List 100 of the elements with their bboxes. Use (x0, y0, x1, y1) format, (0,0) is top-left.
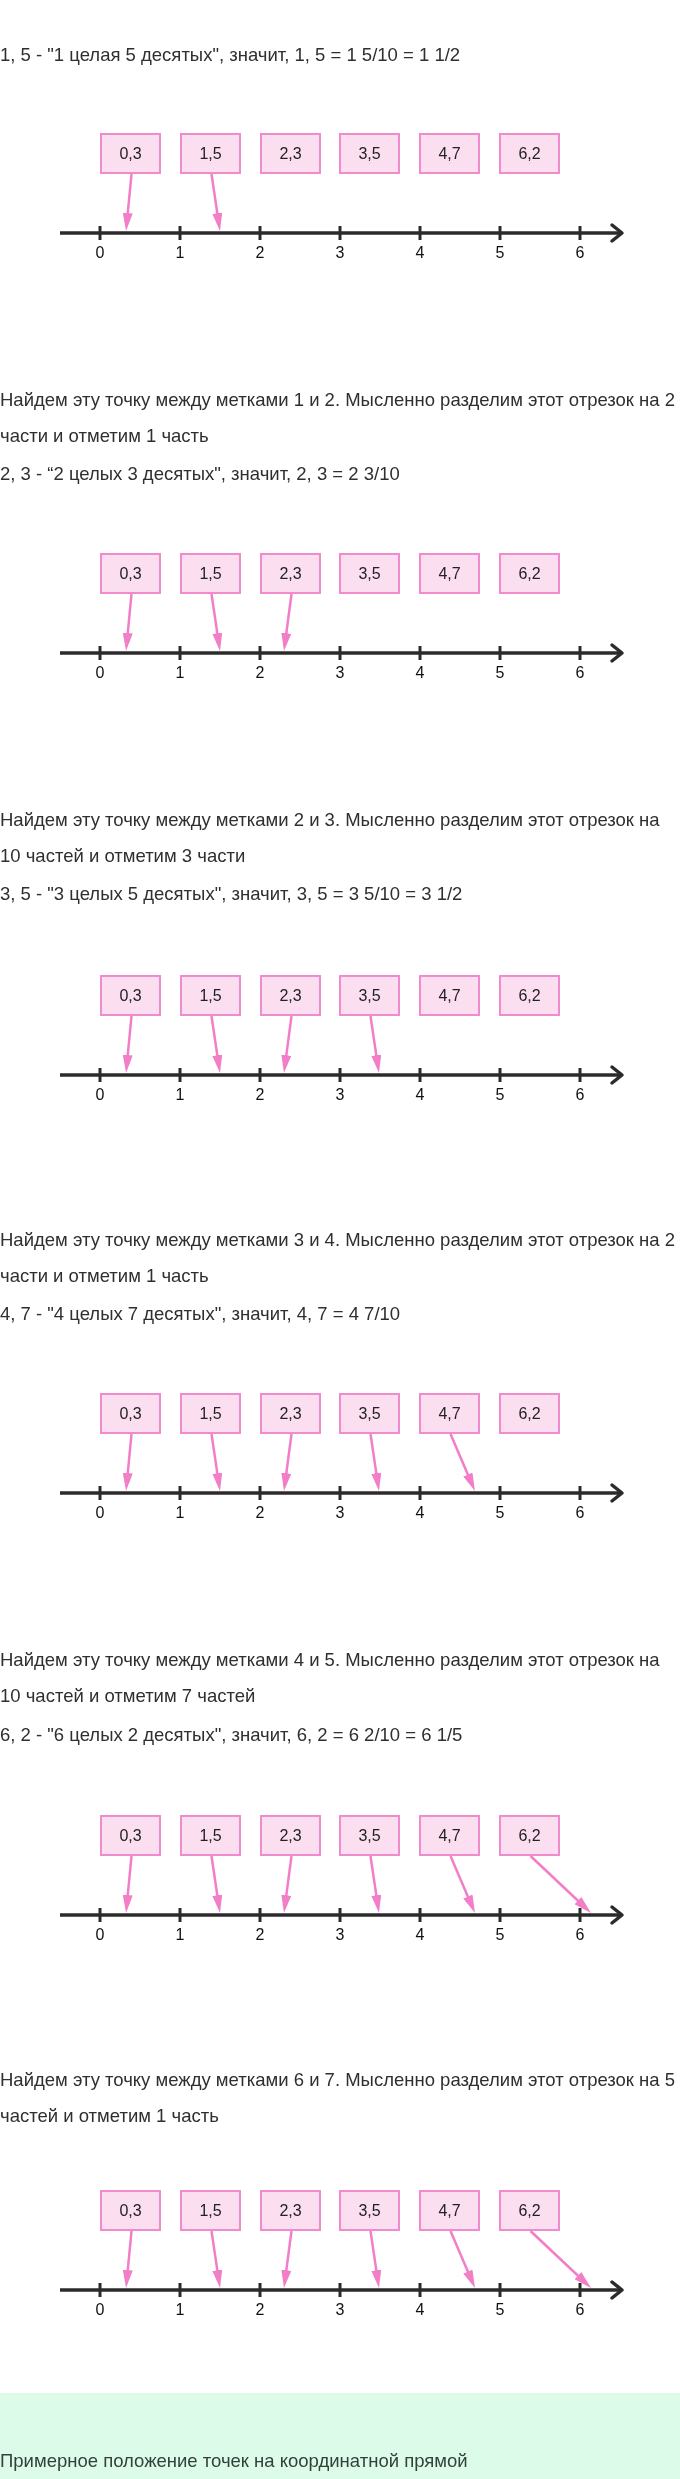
equation-text: 6, 2 - "6 целых 2 десятых", значит, 6, 2 = 6 2/10 = 6 1/5 (0, 1723, 464, 1747)
tick-label: 3 (335, 2301, 345, 2319)
tick-label: 4 (415, 664, 425, 682)
value-box: 2,3 (260, 975, 321, 1016)
number-line (60, 2280, 624, 2300)
value-box: 0,3 (100, 553, 161, 594)
value-box: 2,3 (260, 2190, 321, 2231)
value-box: 0,3 (100, 133, 161, 174)
tick-label: 4 (415, 1504, 425, 1522)
value-box: 4,7 (419, 133, 480, 174)
tick-label: 3 (335, 1086, 345, 1104)
value-box: 0,3 (100, 2190, 161, 2231)
tick-label: 0 (95, 1926, 105, 1944)
tick-label: 5 (495, 1086, 505, 1104)
explanation-text: Найдем эту точку между метками 6 и 7. Мысленно разделим этот отрезок на 5 частей и отметим 1 часть (0, 2068, 677, 2128)
tick-label: 3 (335, 664, 345, 682)
tick-label: 0 (95, 1504, 105, 1522)
tick-label: 5 (495, 1926, 505, 1944)
arrow (210, 593, 223, 651)
value-box: 6,2 (499, 1815, 560, 1856)
tick-label: 5 (495, 664, 505, 682)
number-line (60, 1065, 624, 1085)
arrow (122, 1433, 133, 1491)
tick-label: 0 (95, 2301, 105, 2319)
arrow (122, 593, 133, 651)
tick-label: 3 (335, 1926, 345, 1944)
tick-label: 6 (575, 244, 585, 262)
number-line (60, 1483, 624, 1503)
tick-label: 4 (415, 244, 425, 262)
tick-label: 1 (175, 2301, 185, 2319)
value-box: 4,7 (419, 2190, 480, 2231)
tick-label: 2 (255, 1086, 265, 1104)
explanation-text: Найдем эту точку между метками 1 и 2. Мысленно разделим этот отрезок на 2 части и отметим 1 часть (0, 388, 677, 448)
arrow (122, 173, 133, 231)
value-box: 3,5 (339, 133, 400, 174)
explanation-text: Найдем эту точку между метками 4 и 5. Мысленно разделим этот отрезок на 10 частей и отметим 7 частей (0, 1648, 661, 1708)
arrow (449, 1433, 475, 1492)
arrow (281, 1855, 293, 1914)
value-box: 3,5 (339, 975, 400, 1016)
value-box: 1,5 (180, 133, 241, 174)
arrow (122, 1015, 133, 1073)
value-box: 6,2 (499, 133, 560, 174)
caption-band: Примерное положение точек на координатной прямой (0, 2393, 680, 2479)
tick-label: 4 (415, 2301, 425, 2319)
tick-label: 5 (495, 244, 505, 262)
equation-text: 1, 5 - "1 целая 5 десятых", значит, 1, 5 = 1 5/10 = 1 1/2 (0, 43, 462, 67)
arrow (449, 2230, 475, 2289)
arrow (122, 2230, 133, 2288)
tick-label: 0 (95, 244, 105, 262)
arrow (281, 2230, 293, 2289)
arrow (281, 593, 293, 652)
tick-label: 1 (175, 664, 185, 682)
explanation-text: Найдем эту точку между метками 3 и 4. Мысленно разделим этот отрезок на 2 части и отметим 1 часть (0, 1228, 677, 1288)
equation-text: 3, 5 - "3 целых 5 десятых", значит, 3, 5 = 3 5/10 = 3 1/2 (0, 882, 464, 906)
tick-label: 1 (175, 1504, 185, 1522)
tick-label: 1 (175, 1926, 185, 1944)
value-box: 1,5 (180, 975, 241, 1016)
tick-label: 2 (255, 664, 265, 682)
tick-label: 3 (335, 1504, 345, 1522)
tick-label: 2 (255, 1504, 265, 1522)
value-box: 3,5 (339, 1815, 400, 1856)
value-box: 6,2 (499, 1393, 560, 1434)
value-box: 4,7 (419, 1393, 480, 1434)
tick-label: 5 (495, 1504, 505, 1522)
arrow (210, 1015, 223, 1073)
explanation-text: Найдем эту точку между метками 2 и 3. Мысленно разделим этот отрезок на 10 частей и отметим 3 части (0, 808, 661, 868)
arrow (122, 1855, 133, 1913)
value-box: 4,7 (419, 1815, 480, 1856)
number-line (60, 1905, 624, 1925)
value-box: 2,3 (260, 133, 321, 174)
arrow (281, 1433, 293, 1492)
number-line (60, 223, 624, 243)
value-box: 0,3 (100, 1815, 161, 1856)
tick-label: 3 (335, 244, 345, 262)
arrow (210, 1855, 223, 1913)
tick-label: 6 (575, 664, 585, 682)
tick-label: 2 (255, 244, 265, 262)
arrow (210, 2230, 223, 2288)
tick-label: 2 (255, 1926, 265, 1944)
tick-label: 6 (575, 1504, 585, 1522)
arrow (210, 1433, 223, 1491)
arrow (369, 1015, 382, 1073)
tick-label: 2 (255, 2301, 265, 2319)
value-box: 4,7 (419, 553, 480, 594)
value-box: 2,3 (260, 1815, 321, 1856)
equation-text: 2, 3 - “2 целых 3 десятых", значит, 2, 3 = 2 3/10 (0, 462, 401, 486)
value-box: 3,5 (339, 2190, 400, 2231)
arrow (369, 1855, 382, 1913)
number-line (60, 643, 624, 663)
tick-label: 4 (415, 1926, 425, 1944)
value-box: 1,5 (180, 553, 241, 594)
equation-text: 4, 7 - "4 целых 7 десятых", значит, 4, 7 = 4 7/10 (0, 1302, 402, 1326)
value-box: 1,5 (180, 2190, 241, 2231)
value-box: 1,5 (180, 1393, 241, 1434)
value-box: 2,3 (260, 553, 321, 594)
value-box: 3,5 (339, 1393, 400, 1434)
value-box: 4,7 (419, 975, 480, 1016)
arrow (529, 2230, 591, 2288)
tick-label: 6 (575, 1926, 585, 1944)
tick-label: 0 (95, 664, 105, 682)
